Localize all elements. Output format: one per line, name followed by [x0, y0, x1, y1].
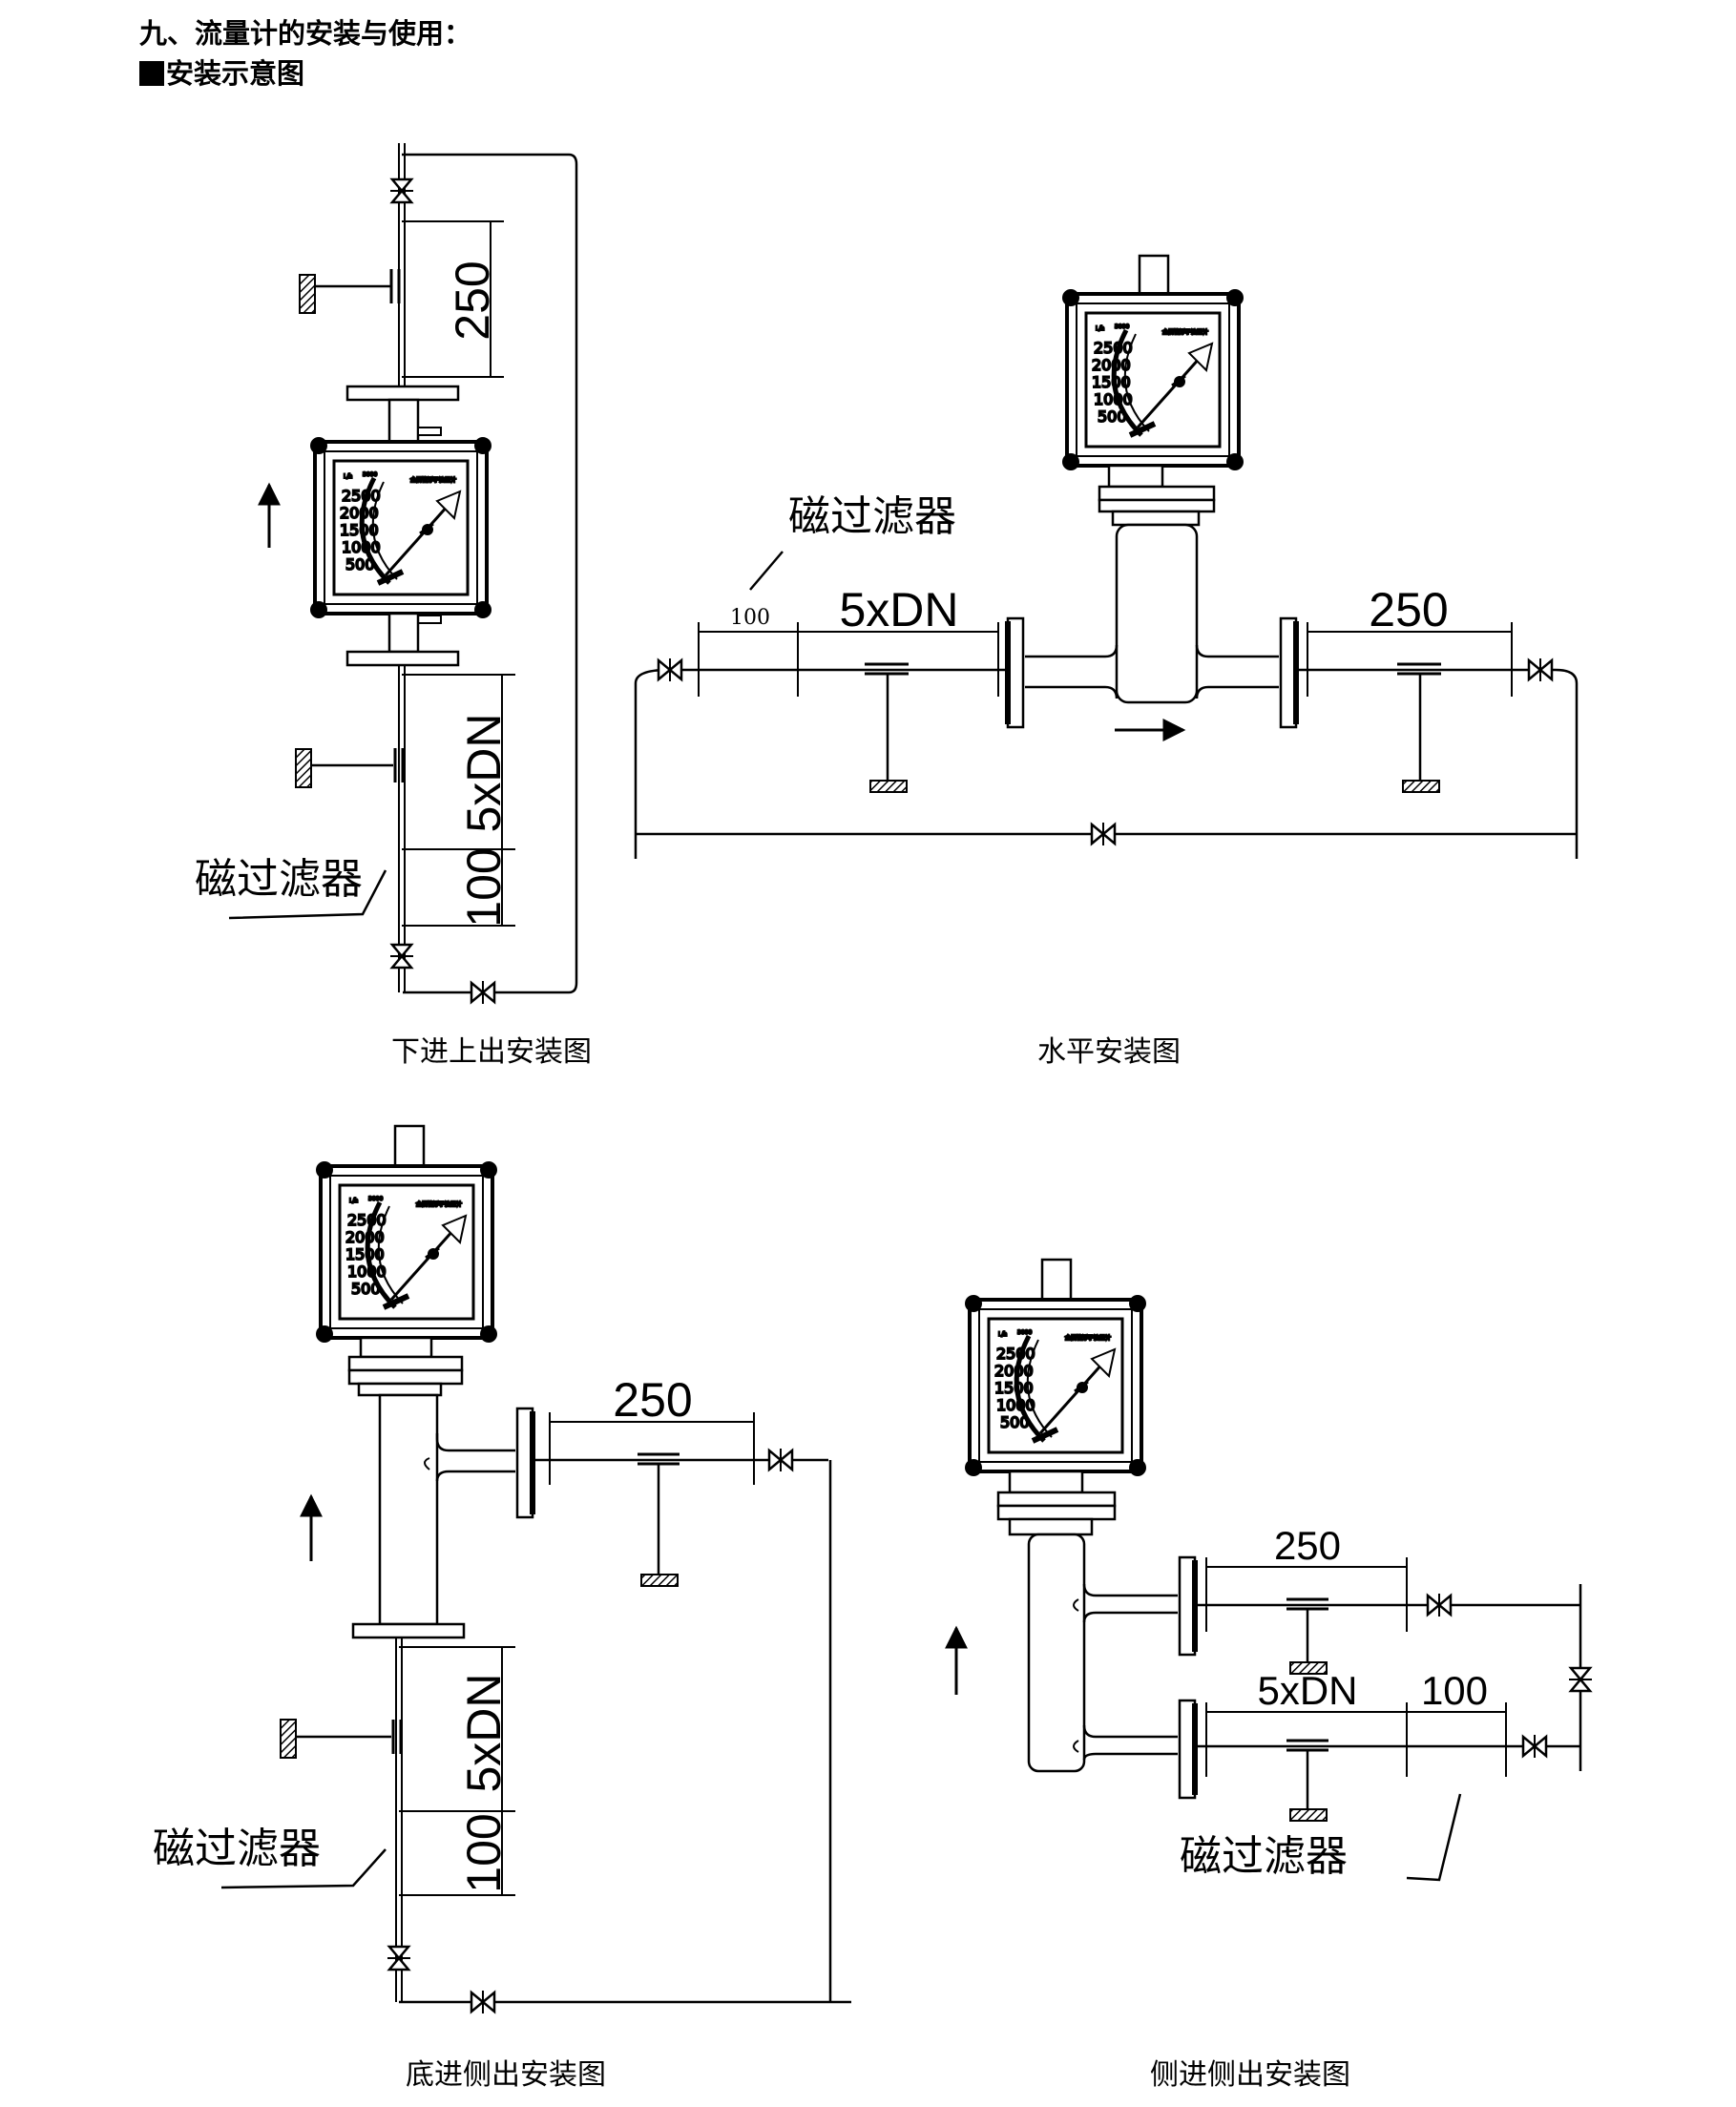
caption-horizontal: 水平安装图 [1037, 1035, 1181, 1069]
subtitle-text: 安装示意图 [166, 57, 305, 90]
caption-side-in-side-out: 侧进侧出安装图 [1150, 2058, 1350, 2092]
valve-icon [1567, 1666, 1594, 1693]
support-hatch-icon [280, 1719, 297, 1759]
filter-label: 磁过滤器 [195, 855, 363, 904]
bullet-square-icon [139, 61, 164, 86]
support-hatch-icon [299, 274, 316, 314]
dim-250: 250 [1369, 583, 1448, 636]
dim-100: 100 [457, 847, 511, 927]
support-hatch-icon [1402, 780, 1440, 793]
page-title: 九、流量计的安装与使用： [139, 17, 472, 50]
valve-icon [388, 943, 415, 970]
valve-icon [470, 979, 496, 1006]
filter-label: 磁过滤器 [1180, 1832, 1348, 1881]
dim-250-top: 250 [446, 261, 499, 340]
diagram-side-in-side-out [945, 1258, 1594, 1882]
valve-icon [657, 657, 683, 683]
dim-5xdn: 5xDN [457, 713, 511, 832]
support-hatch-icon [640, 1574, 679, 1587]
valve-icon [1426, 1592, 1453, 1618]
dim-100: 100 [1421, 1668, 1488, 1713]
diagram-horizontal [634, 254, 1579, 859]
flow-meter-icon [317, 1162, 496, 1342]
flow-meter-icon [966, 1296, 1145, 1475]
caption-bottom-in-side-out: 底进侧出安装图 [406, 2058, 606, 2092]
dim-100: 100 [730, 606, 770, 630]
diagram-bottom-in-side-out [220, 1124, 851, 2015]
valve-icon [1090, 821, 1117, 847]
dim-250: 250 [613, 1373, 692, 1427]
support-hatch-icon [869, 780, 908, 793]
dim-250: 250 [1274, 1523, 1341, 1568]
filter-label: 磁过滤器 [153, 1825, 321, 1873]
flow-meter-icon [1063, 290, 1243, 469]
valve-icon [470, 1989, 496, 2015]
dim-5xdn: 5xDN [1257, 1668, 1357, 1713]
valve-icon [386, 1945, 412, 1971]
diagram-bottom-in-top-out [228, 143, 578, 1006]
support-hatch-icon [295, 748, 312, 788]
valve-icon [767, 1447, 794, 1473]
valve-icon [1521, 1733, 1548, 1760]
filter-label: 磁过滤器 [788, 492, 956, 541]
dim-100: 100 [457, 1813, 511, 1892]
valve-icon [388, 177, 415, 204]
support-hatch-icon [1289, 1661, 1328, 1675]
dim-5xdn: 5xDN [457, 1673, 511, 1792]
support-hatch-icon [1289, 1808, 1328, 1822]
caption-bottom-in-top-out: 下进上出安装图 [391, 1035, 592, 1069]
section-subtitle: 安装示意图 [139, 52, 304, 92]
dim-5xdn: 5xDN [839, 583, 958, 636]
valve-icon [1527, 657, 1554, 683]
flow-meter-icon [311, 438, 491, 617]
